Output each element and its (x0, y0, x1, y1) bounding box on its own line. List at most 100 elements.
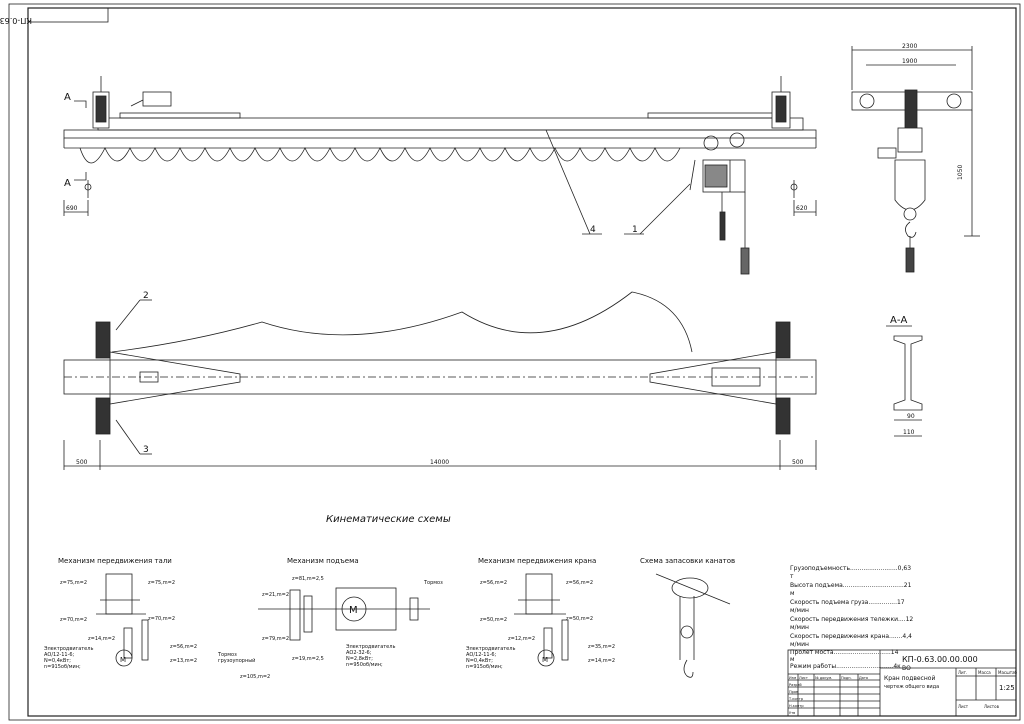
svg-text:Электродвигатель: Электродвигатель (466, 646, 515, 652)
svg-text:z=14,m=2: z=14,m=2 (88, 636, 115, 642)
rope-reeving-scheme: Схема запасовки канатов (640, 557, 735, 678)
svg-text:Масштаб: Масштаб (998, 670, 1018, 675)
svg-text:т: т (790, 573, 794, 580)
svg-text:Электродвигатель: Электродвигатель (44, 646, 93, 652)
title-code: КП-0.63.00.00.000 (902, 655, 978, 664)
kinematic-trolley: Механизм передвижения тали M z=75,m=2 z=… (44, 557, 197, 670)
section-marker-a-bottom: А (64, 178, 71, 189)
svg-text:z=79,m=2: z=79,m=2 (262, 636, 289, 642)
section-a-a: А-А 90 110 (886, 315, 923, 437)
front-elevation: А А 690 620 4 1 (63, 76, 817, 275)
plan-view: 500 14000 500 2 3 (63, 291, 817, 470)
svg-text:Листов: Листов (984, 704, 1000, 709)
svg-text:№ докум.: № докум. (815, 676, 832, 680)
svg-text:Пров: Пров (789, 690, 798, 694)
svg-text:Т.контр: Т.контр (788, 697, 804, 701)
technical-specs: Грузоподъемность........................… (790, 565, 913, 670)
svg-text:М: М (349, 605, 358, 616)
inner-frame (27, 7, 1017, 717)
svg-text:N=0,4кВт;: N=0,4кВт; (44, 658, 71, 664)
plan-truck-left-top (95, 321, 111, 359)
plan-truck-right-bottom (775, 397, 791, 435)
svg-text:z=81,m=2,5: z=81,m=2,5 (292, 576, 324, 582)
svg-text:z=70,m=2: z=70,m=2 (60, 617, 87, 623)
callout-4: 4 (590, 225, 596, 235)
svg-text:Масса: Масса (978, 670, 991, 675)
title-name-2: чертеж общего вида (884, 684, 939, 690)
kinematic-crane-title: Механизм передвижения крана (478, 557, 596, 565)
dim-plan-right: 500 (792, 459, 804, 466)
svg-text:Скорость передвижения тележки.: Скорость передвижения тележки....12 (790, 616, 913, 623)
svg-text:м/мин: м/мин (790, 607, 809, 614)
svg-text:z=35,m=2: z=35,m=2 (588, 644, 615, 650)
svg-text:АО/12-11-6;: АО/12-11-6; (466, 652, 497, 658)
kinematic-hoist: Механизм подъема М z=81,m=2,5 z=21,m=2 z… (217, 557, 443, 680)
svg-text:м/мин: м/мин (790, 624, 809, 631)
svg-text:Грузоподъемность..............: Грузоподъемность........................… (790, 565, 911, 572)
svg-text:z=13,m=2: z=13,m=2 (170, 658, 197, 664)
svg-text:z=75,m=2: z=75,m=2 (148, 580, 175, 586)
cable-festoon (79, 147, 681, 164)
svg-text:Скорость подъема груза........: Скорость подъема груза...............17 (790, 599, 905, 606)
dim-plan-left: 500 (76, 459, 88, 466)
plan-bracing-left (109, 351, 241, 405)
svg-text:м: м (790, 590, 795, 597)
kinematic-trolley-title: Механизм передвижения тали (58, 557, 172, 565)
svg-text:Тормоз: Тормоз (217, 652, 237, 658)
svg-text:Подп.: Подп. (841, 676, 852, 680)
svg-text:N=2,8кВт;: N=2,8кВт; (346, 656, 373, 662)
svg-text:Тормоз: Тормоз (423, 580, 443, 586)
svg-text:M: M (542, 656, 548, 664)
svg-text:Лит.: Лит. (958, 670, 967, 675)
dim-height-1050: 1050 (957, 165, 964, 180)
section-title: А-А (890, 315, 907, 326)
dim-left-offset: 690 (66, 205, 78, 212)
svg-text:АО/12-11-6;: АО/12-11-6; (44, 652, 75, 658)
svg-text:м: м (790, 656, 795, 663)
dim-right-offset: 620 (796, 205, 808, 212)
svg-text:M: M (120, 656, 126, 664)
top-stamp: КП-0.63.00.00.000 ВО (0, 16, 32, 25)
svg-text:z=56,m=2: z=56,m=2 (170, 644, 197, 650)
title-scale: 1:25 (999, 684, 1015, 692)
svg-text:грузоупорный: грузоупорный (218, 657, 255, 664)
bridge-beam-top (97, 117, 804, 131)
plan-truck-left-bottom (95, 397, 111, 435)
callout-3: 3 (143, 445, 149, 455)
outer-frame (8, 3, 1021, 721)
top-stamp-box (27, 7, 109, 23)
hook (905, 221, 917, 238)
svg-text:Изм: Изм (789, 676, 796, 680)
svg-text:Электродвигатель: Электродвигатель (346, 644, 395, 650)
svg-text:Н.контр: Н.контр (789, 704, 804, 708)
svg-text:z=70,m=2: z=70,m=2 (148, 616, 175, 622)
svg-text:z=21,m=2: z=21,m=2 (262, 592, 289, 598)
title-name-1: Кран подвесной (884, 675, 935, 682)
svg-text:z=56,m=2: z=56,m=2 (480, 580, 507, 586)
svg-text:z=56,m=2: z=56,m=2 (566, 580, 593, 586)
bridge-beam-flange (63, 129, 817, 139)
svg-text:АО2-32-6;: АО2-32-6; (346, 650, 372, 656)
dim-width-1900: 1900 (902, 58, 917, 65)
svg-text:Лист: Лист (799, 676, 808, 680)
svg-text:n=950об/мин;: n=950об/мин; (346, 662, 383, 668)
i-beam-section (893, 335, 923, 411)
svg-text:z=50,m=2: z=50,m=2 (480, 617, 507, 623)
svg-text:n=915об/мин;: n=915об/мин; (44, 664, 81, 670)
svg-text:Скорость передвижения крана...: Скорость передвижения крана.......4,4 (790, 633, 912, 640)
svg-text:Высота подъема................: Высота подъема..........................… (790, 582, 912, 589)
svg-text:Режим работы..................: Режим работы............................… (790, 663, 901, 670)
dim-beam-h: 90 (907, 413, 915, 420)
plan-cable (111, 291, 693, 353)
dim-beam-b: 110 (903, 429, 915, 436)
svg-text:Дата: Дата (859, 676, 868, 680)
svg-text:z=19,m=2,5: z=19,m=2,5 (292, 656, 324, 662)
side-view: 2300 1900 1050 (851, 43, 980, 273)
svg-text:z=14,m=2: z=14,m=2 (588, 658, 615, 664)
section-marker-a-top: А (64, 92, 71, 103)
title-doc: ВО (902, 665, 911, 672)
svg-text:z=50,m=2: z=50,m=2 (566, 616, 593, 622)
plan-truck-right-top (775, 321, 791, 359)
title-block: КП-0.63.00.00.000 ВО Кран подвесной черт… (787, 649, 1018, 717)
hoist-side (894, 159, 926, 211)
